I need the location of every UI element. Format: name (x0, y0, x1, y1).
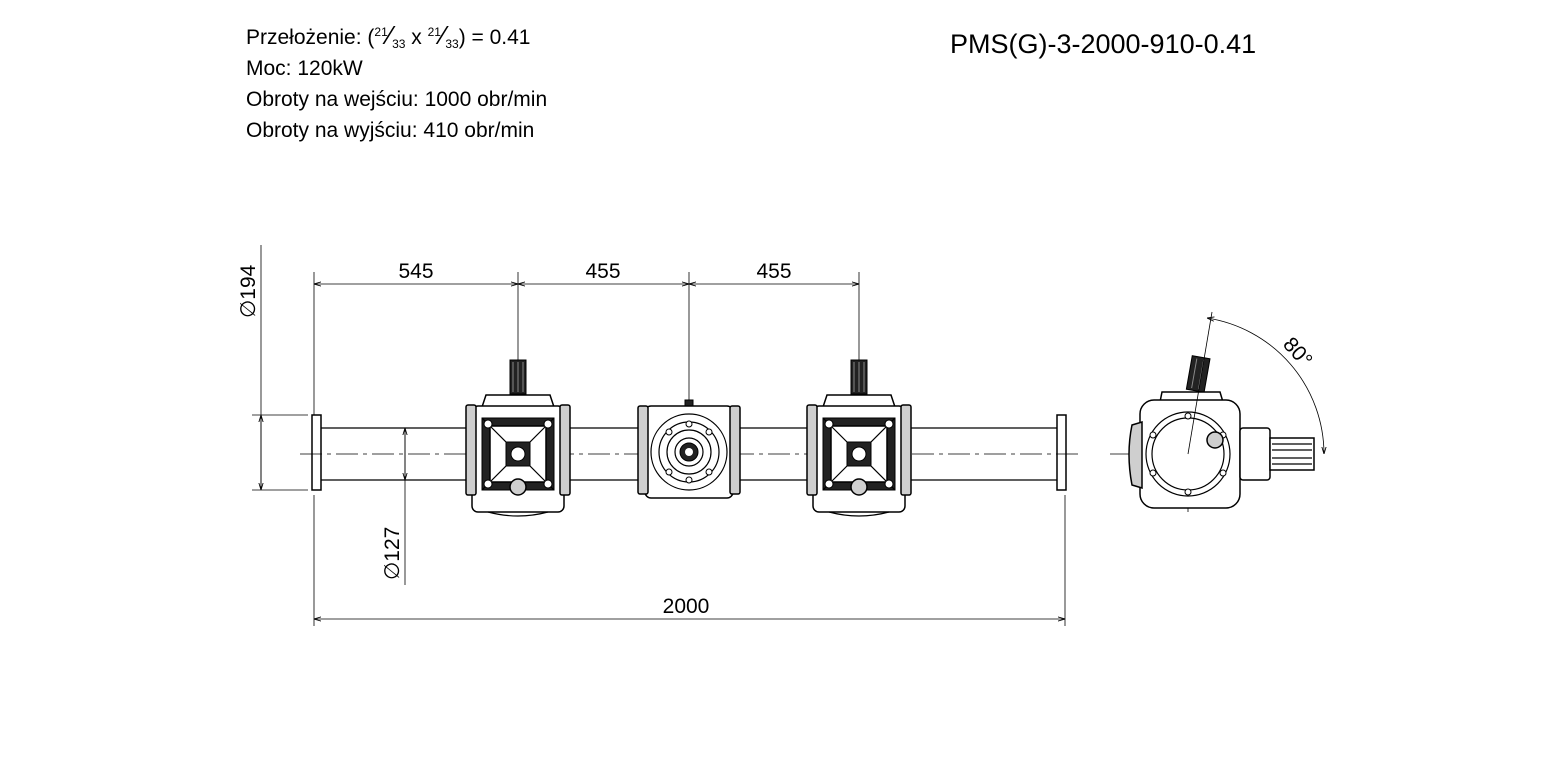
dim-455-a: 455 (585, 260, 620, 283)
power-line: Moc: 120kW (246, 57, 363, 80)
angle-80: 80° (1278, 333, 1316, 372)
tube-diameter-dimension: ∅127 (381, 428, 405, 585)
dim-194: ∅194 (237, 264, 260, 318)
top-dimensions: 545 455 455 (313, 260, 860, 415)
output-speed-line: Obroty na wyjściu: 410 obr/min (246, 119, 534, 142)
gearbox-right (806, 359, 912, 517)
gearbox-middle (637, 399, 741, 499)
gearbox-side-view: 80° (1110, 311, 1324, 512)
total-length-dimension: 2000 (313, 495, 1066, 626)
flange-diameter-dimension: ∅194 (237, 245, 308, 491)
dim-545: 545 (398, 260, 433, 283)
dim-2000: 2000 (663, 595, 710, 618)
model-code: PMS(G)-3-2000-910-0.41 (950, 29, 1256, 59)
input-speed-line: Obroty na wejściu: 1000 obr/min (246, 88, 547, 111)
dim-455-b: 455 (756, 260, 791, 283)
dim-127: ∅127 (381, 527, 404, 580)
ratio-line: Przełożenie: (21⁄33 x 21⁄33) = 0.41 (246, 20, 531, 51)
gearbox-left (465, 359, 571, 517)
